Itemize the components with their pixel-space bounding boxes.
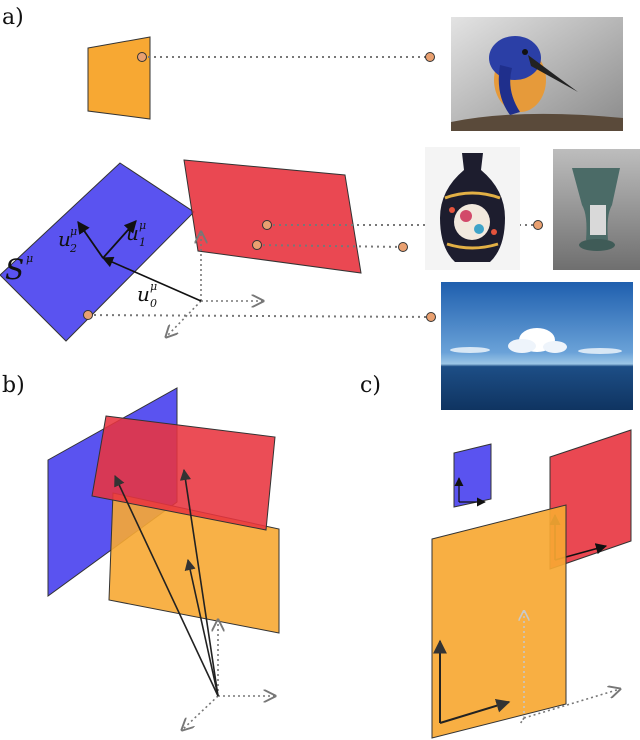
basis-arrow bbox=[439, 698, 511, 724]
svg-text:1: 1 bbox=[139, 236, 146, 249]
svg-text:2: 2 bbox=[69, 242, 77, 255]
kingfisher-photo bbox=[451, 17, 623, 131]
blue-subspace-plane bbox=[0, 162, 195, 342]
orange-plane-small bbox=[87, 36, 151, 120]
label-u0: u 0 μ bbox=[137, 280, 157, 310]
node-point bbox=[533, 220, 543, 230]
vector-to-red bbox=[179, 468, 219, 697]
red-plane bbox=[183, 159, 362, 274]
blue-plane-c bbox=[453, 443, 492, 508]
node-point bbox=[426, 312, 436, 322]
node-point bbox=[262, 220, 272, 230]
svg-text:u: u bbox=[58, 227, 71, 251]
z-axis-dotted bbox=[166, 300, 202, 337]
vector-u1 bbox=[102, 220, 137, 259]
dotted-link-short bbox=[256, 244, 404, 248]
label-u2: u 2 μ bbox=[58, 225, 77, 255]
z-axis-dotted bbox=[182, 695, 219, 730]
vector-to-blue bbox=[114, 474, 219, 697]
svg-text:μ: μ bbox=[139, 219, 146, 232]
node-point bbox=[137, 52, 147, 62]
svg-text:S: S bbox=[5, 253, 24, 286]
node-point bbox=[252, 240, 262, 250]
sea-sky-photo bbox=[441, 282, 633, 410]
orange-plane-c bbox=[431, 504, 567, 739]
node-point bbox=[398, 242, 408, 252]
node-point bbox=[83, 310, 93, 320]
x-axis-dotted bbox=[523, 689, 620, 719]
node-point bbox=[425, 52, 435, 62]
dotted-link-sea bbox=[87, 314, 432, 318]
svg-text:μ: μ bbox=[150, 280, 157, 293]
panel-b-label: b) bbox=[2, 373, 25, 398]
svg-text:μ: μ bbox=[70, 225, 77, 238]
metal-vase-photo bbox=[553, 149, 640, 270]
z-axis-dotted bbox=[519, 717, 525, 725]
svg-text:u: u bbox=[126, 221, 139, 245]
vector-u0 bbox=[101, 256, 202, 302]
label-subspace: S μ bbox=[5, 252, 33, 286]
cloisonne-vase-photo bbox=[425, 147, 520, 270]
svg-text:μ: μ bbox=[26, 252, 33, 265]
panel-c-label: c) bbox=[360, 373, 381, 398]
panel-a-label: a) bbox=[2, 5, 24, 30]
vector-u2 bbox=[77, 220, 104, 259]
svg-text:u: u bbox=[137, 282, 150, 306]
label-u1: u 1 μ bbox=[126, 219, 146, 249]
svg-text:0: 0 bbox=[150, 297, 157, 310]
vector-to-orange bbox=[184, 558, 219, 697]
